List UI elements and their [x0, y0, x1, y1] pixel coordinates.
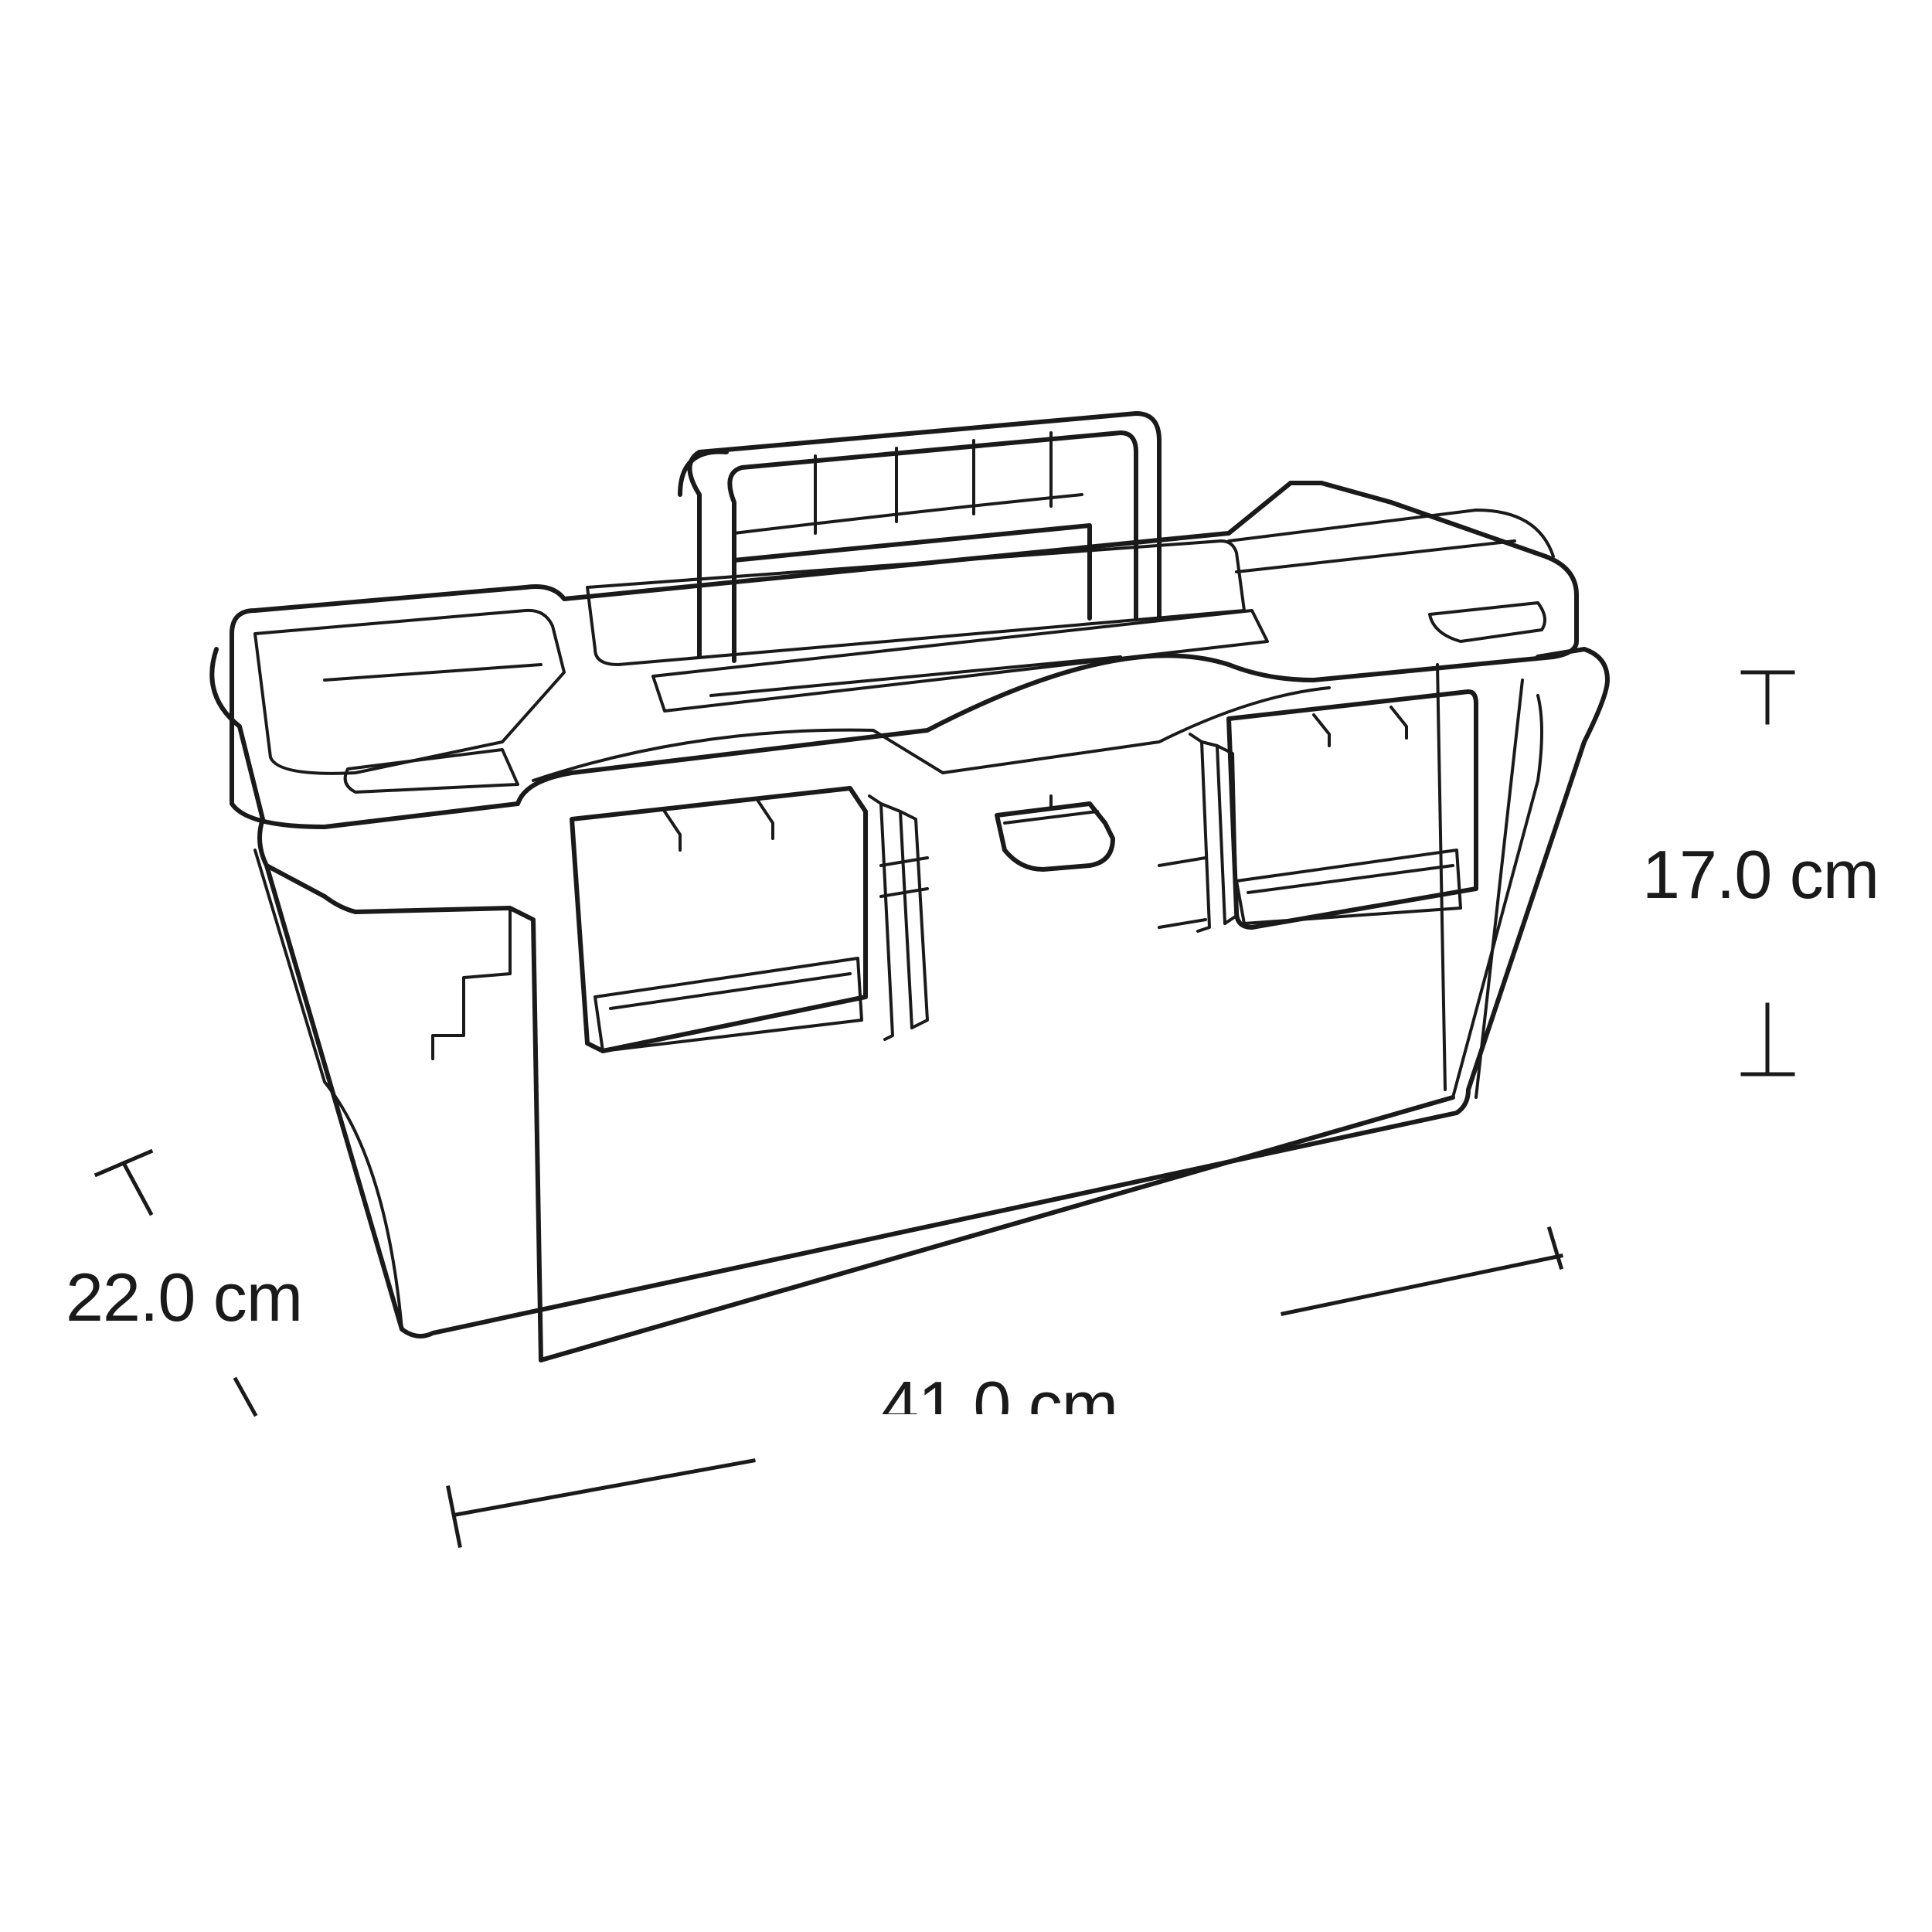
width-dimension-label-clip: 41.0 cm [866, 1372, 1190, 1414]
width-dimension-marker [446, 1226, 1564, 1548]
height-dimension-marker [1740, 670, 1795, 1077]
left-latch [570, 786, 868, 1053]
depth-dimension-label: 22.0 cm [66, 1259, 303, 1335]
toolbox-handle [678, 411, 1162, 663]
depth-dimension-marker [94, 1148, 258, 1417]
width-dimension-label: 41.0 cm [881, 1372, 1118, 1414]
right-latch [1226, 689, 1478, 930]
hinge-strips [868, 733, 1238, 1041]
toolbox-body [209, 647, 1610, 1362]
front-clasp [995, 794, 1115, 872]
height-dimension-label: 17.0 cm [1642, 836, 1879, 913]
toolbox-lid [230, 481, 1579, 829]
